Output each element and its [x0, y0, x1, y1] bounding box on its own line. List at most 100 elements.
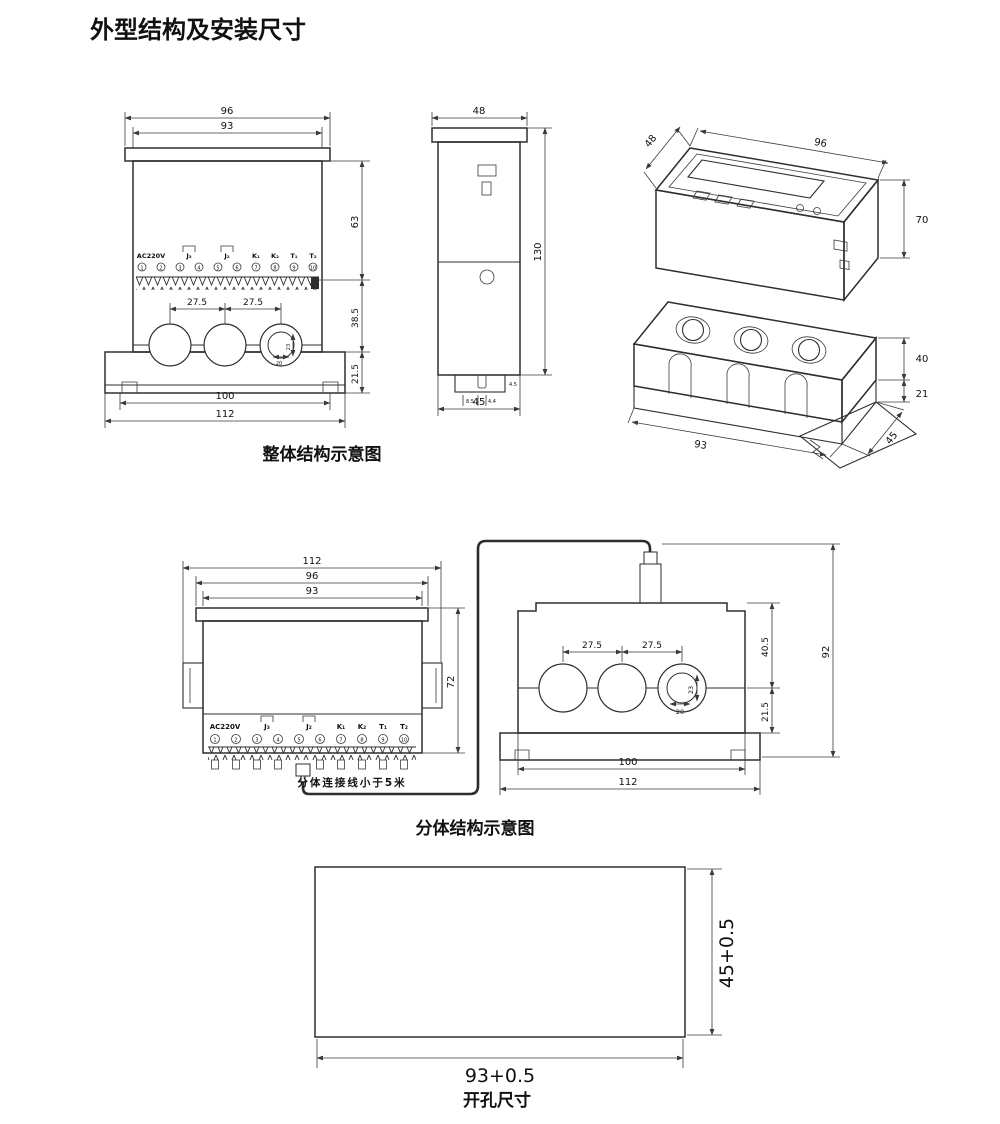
dim-cutout-width: 93+0.5	[465, 1065, 535, 1087]
terminal-number: 2	[234, 738, 237, 744]
side-screw	[479, 269, 495, 285]
iso-head-right	[843, 177, 879, 303]
terminal-label-t1: T₁	[379, 723, 387, 731]
terminal-strip	[208, 747, 416, 760]
terminal-label-power: AC220V	[137, 252, 165, 260]
cable-note: 分体连接线小于5米	[297, 776, 406, 789]
ct-hole-2	[597, 663, 647, 713]
dim-pitch-1: 27.5	[187, 298, 207, 308]
terminal-number: 5	[216, 265, 219, 271]
dim-100: 100	[215, 391, 234, 402]
dim-iso-93: 93	[693, 439, 707, 452]
dim-96: 96	[221, 106, 234, 117]
terminal-number: 6	[318, 738, 321, 744]
iso-display-window	[686, 159, 826, 199]
split-top-cap	[195, 607, 429, 622]
terminal-label-k2: K₂	[271, 252, 279, 260]
terminal-screws-row	[211, 759, 408, 770]
dim-pitch-2: 27.5	[243, 298, 263, 308]
cable-plug-body	[639, 563, 662, 604]
dim-100: 100	[618, 757, 637, 768]
front-top-cap	[124, 147, 331, 162]
terminal-label-j3: J₃	[263, 723, 270, 731]
terminal-number: 7	[339, 738, 342, 744]
terminal-number: 9	[292, 265, 295, 271]
split-body	[202, 620, 423, 754]
dim-foot-lip: 4.5	[509, 382, 517, 388]
split-display-unit-view: AC220V J₃ J₂ K₁ K₂ T₁ T₂ 1 2 3 4 5 6 7 8…	[182, 539, 652, 796]
connection-cable	[301, 539, 652, 796]
dim-pitch-1: 27.5	[582, 641, 602, 651]
dim-iso-45: 45	[884, 430, 901, 447]
dim-40-5: 40.5	[761, 637, 771, 657]
iso-ct-top	[632, 301, 878, 381]
integral-front-view: AC220V J₃ J₂ K₁ K₂ T₁ T₂ 1 2 3 4 5 6 7 8…	[104, 106, 370, 428]
side-body	[437, 141, 521, 376]
integral-isometric-view: 48 96 70 40 21 93 45	[627, 126, 929, 469]
integral-side-view: 4.5 8.5 4.4 48 130 45	[431, 106, 552, 416]
dim-cutout-height: 45+0.5	[716, 918, 738, 988]
dim-96: 96	[306, 571, 319, 582]
ct-base	[499, 732, 761, 761]
iso-ct-front	[633, 343, 843, 423]
dim-45: 45	[473, 397, 486, 408]
iso-ct-hole-3	[797, 338, 821, 362]
terminal-number: 7	[254, 265, 257, 271]
side-din-foot	[454, 374, 506, 393]
terminal-label-t2: T₂	[309, 252, 316, 260]
terminal-number: 4	[276, 738, 279, 744]
split-left-ear	[182, 662, 204, 709]
dim-63: 63	[350, 216, 361, 229]
iso-head-front	[655, 189, 845, 301]
split-caption: 分体结构示意图	[416, 818, 535, 839]
terminal-label-t1: T₁	[290, 252, 297, 260]
iso-head-top	[654, 147, 880, 223]
dim-foot-offset: 8.5	[466, 399, 474, 405]
iso-rail-front	[633, 385, 843, 445]
iso-din-clip	[798, 401, 918, 469]
dim-21-5: 21.5	[351, 364, 361, 384]
terminal-label-k1: K₁	[337, 723, 346, 731]
dim-iso-70: 70	[916, 215, 929, 226]
terminal-strip	[136, 277, 319, 290]
terminal-numbers-row: 1 2 3 4 5 6 7 8 9 10	[210, 734, 409, 744]
terminal-label-t2: T₂	[400, 723, 408, 731]
terminal-number: 9	[381, 738, 384, 744]
iso-ct-hole-2	[739, 328, 763, 352]
terminal-number: 1	[140, 265, 143, 271]
dim-112: 112	[302, 556, 321, 567]
terminal-label-k2: K₂	[358, 723, 367, 731]
terminal-number: 2	[159, 265, 162, 271]
dim-130: 130	[533, 242, 544, 261]
ct-hole-2	[203, 323, 247, 367]
dim-72: 72	[446, 676, 457, 689]
terminal-number: 5	[297, 738, 300, 744]
dim-foot-width: 4.4	[488, 399, 496, 405]
split-ct-unit-view: 23 20 27.5 27.5 40.5 21.5 92 100 112	[499, 543, 840, 795]
dim-hole-23: 23	[687, 686, 695, 694]
dim-21-5: 21.5	[761, 702, 771, 722]
dim-38-5: 38.5	[351, 308, 361, 328]
ct-body	[517, 602, 746, 734]
terminal-number: 4	[197, 265, 200, 271]
cable-plug-top	[643, 551, 658, 565]
terminal-number: 8	[273, 265, 276, 271]
terminal-number: 8	[360, 738, 363, 744]
dim-92: 92	[821, 646, 832, 659]
terminal-number: 10	[401, 738, 407, 744]
dim-iso-21: 21	[916, 389, 929, 400]
iso-indicator-1	[796, 204, 804, 212]
terminal-label-j2: J₂	[305, 723, 312, 731]
dim-iso-48: 48	[643, 133, 660, 150]
cutout-view: 45+0.5 93+0.5 开孔尺寸	[314, 866, 738, 1111]
dim-93: 93	[306, 586, 319, 597]
dim-hole-20: 20	[676, 708, 684, 716]
terminal-number: 6	[235, 265, 238, 271]
dim-93: 93	[221, 121, 234, 132]
split-right-ear	[421, 662, 443, 709]
cutout-rectangle	[314, 866, 686, 1038]
terminal-number: 10	[310, 265, 316, 271]
terminal-label-j3: J₃	[185, 252, 191, 260]
